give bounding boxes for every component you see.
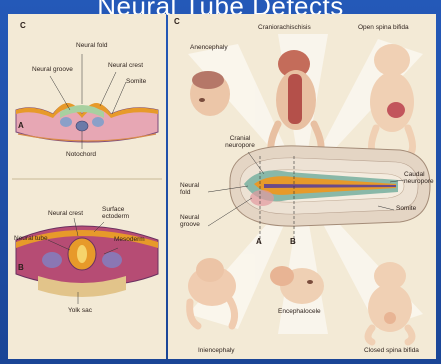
label-section-a: A [256,238,262,245]
label-open-spina-bifida: Open spina bifida [358,24,409,31]
label-neural-tube: Neural tube [14,235,48,242]
section-b-illustration [16,218,158,304]
label-surface-ectoderm: Surface ectoderm [102,206,129,220]
label-neural-crest-a: Neural crest [108,62,143,69]
embryo-illustration [208,146,430,246]
panel-b-letter: B [18,264,24,271]
label-cranial-neuropore: Cranial neuropore [220,135,260,149]
label-encephalocele: Encephalocele [278,308,321,315]
label-yolk-sac: Yolk sac [68,307,92,314]
label-neural-crest-b: Neural crest [48,210,83,217]
panel-c-letter: C [174,18,180,25]
panel-defects: C Anencephaly Craniorachischisis Open sp… [168,14,436,359]
label-craniorachischisis: Craniorachischisis [258,24,311,31]
label-closed-spina-bifida: Closed spina bifida [364,347,419,354]
panel-a-letter-top: C [20,22,26,29]
label-anencephaly: Anencephaly [190,44,228,51]
label-neural-groove-a: Neural groove [32,66,73,73]
label-section-b: B [290,238,296,245]
closed-spina-bifida-figure [368,262,412,342]
label-somite-c: Somite [396,205,416,212]
label-notochord: Notochord [66,151,96,158]
label-somite-a: Somite [126,78,146,85]
label-neural-fold-a: Neural fold [76,42,107,49]
panel-a-letter: A [18,122,24,129]
label-neural-groove-c: Neural groove [180,214,200,228]
label-caudal-neuropore: Caudal neuropore [404,171,434,185]
label-neural-fold-c: Neural fold [180,182,199,196]
label-mesoderm: Mesoderm [114,236,145,243]
panel-cross-sections: C Neural fold Neural groove Neural crest… [8,14,166,359]
open-spina-bifida-figure [370,44,414,154]
label-iniencephaly: Iniencephaly [198,347,235,354]
